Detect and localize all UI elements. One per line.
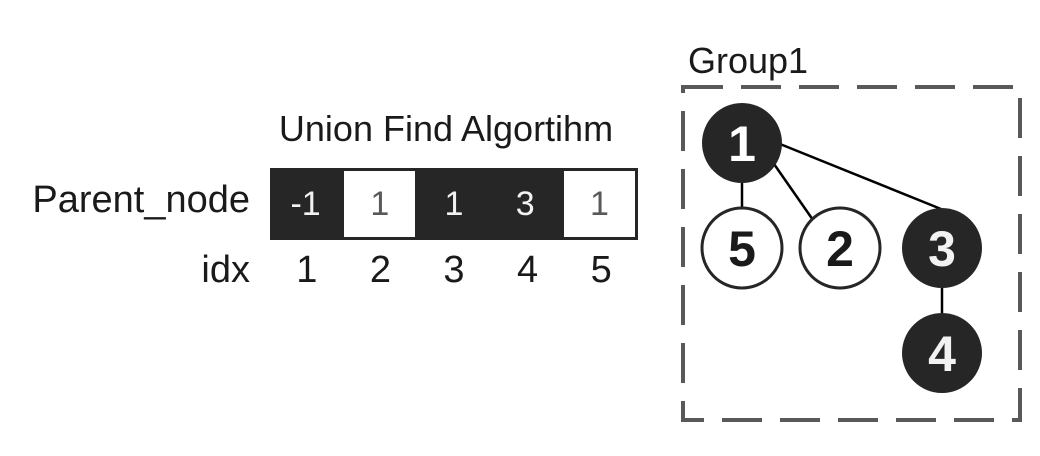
tree-edge-1-2: [772, 163, 815, 221]
diagram-title: Union Find Algortihm: [278, 108, 614, 149]
tree-node-label-1: 1: [728, 116, 756, 172]
index-value-4: 4: [517, 249, 539, 291]
tree-node-label-2: 2: [826, 221, 854, 277]
parent-node-label: Parent_node: [32, 179, 250, 221]
tree-node-circle-1: [702, 103, 782, 183]
parent-node-array: -1 1 1 3 1: [270, 168, 639, 240]
array-cell-4: 3: [489, 168, 561, 240]
tree-node-circle-4: [902, 313, 982, 393]
index-value-1: 1: [296, 249, 318, 291]
idx-label: idx: [201, 249, 250, 291]
tree-node-label-3: 3: [928, 221, 956, 277]
index-value-3: 3: [443, 249, 465, 291]
array-cell-1: -1: [270, 168, 342, 240]
array-cell-2: 1: [341, 168, 419, 240]
group1-label: Group1: [688, 40, 809, 81]
tree-node-circle-5: [700, 206, 784, 290]
tree-node-circle-3: [902, 208, 982, 288]
group1-dashed-box: [681, 85, 1022, 422]
tree-node-label-4: 4: [928, 326, 956, 382]
index-value-2: 2: [369, 249, 391, 291]
array-cell-3: 1: [418, 168, 490, 240]
array-cell-5: 1: [560, 168, 639, 240]
tree-edge-1-3: [779, 142, 942, 211]
tree-node-label-5: 5: [728, 221, 756, 277]
tree-node-circle-2: [798, 206, 882, 290]
index-row: 1 2 3 4 5: [270, 249, 638, 292]
index-value-5: 5: [590, 249, 612, 291]
